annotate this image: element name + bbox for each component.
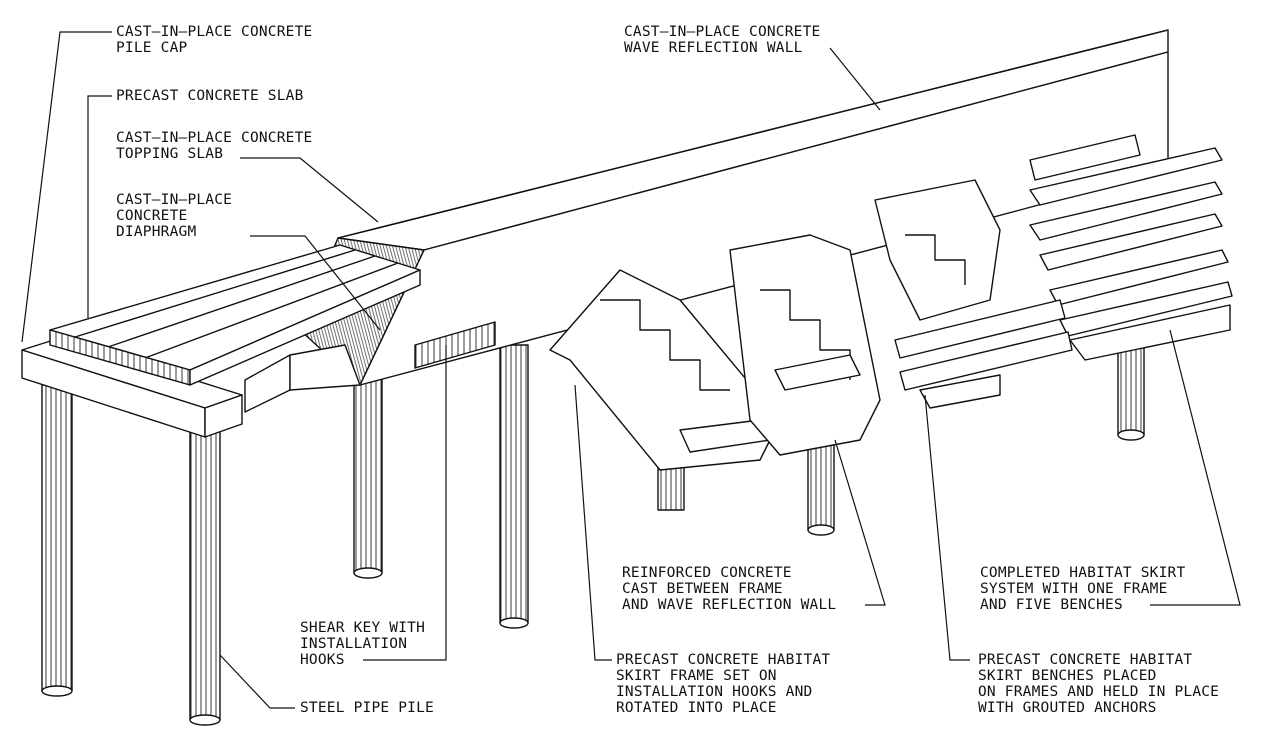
label-reinforced: REINFORCED CONCRETE CAST BETWEEN FRAME A… — [622, 565, 836, 613]
label-wave-wall-line-2: WAVE REFLECTION WALL — [624, 40, 803, 56]
label-reinforced-line-3: AND WAVE REFLECTION WALL — [622, 597, 837, 613]
habitat-frame-2 — [729, 234, 881, 456]
label-precast-slab: PRECAST CONCRETE SLAB — [116, 88, 304, 104]
label-steel-pile: STEEL PIPE PILE — [300, 700, 434, 716]
label-pile-cap-line-2: PILE CAP — [116, 40, 188, 56]
pipe-pile-1 — [41, 384, 73, 697]
label-benches: PRECAST CONCRETE HABITAT SKIRT BENCHES P… — [978, 652, 1219, 716]
label-diaphragm: CAST–IN–PLACE CONCRETE DIAPHRAGM — [116, 192, 232, 240]
diaphragm — [244, 344, 361, 413]
wave-reflection-wall — [299, 29, 1169, 386]
habitat-frame-4 — [1029, 134, 1141, 181]
label-pile-cap-line-1: CAST–IN–PLACE CONCRETE — [116, 24, 313, 40]
label-frame-line-1: PRECAST CONCRETE HABITAT — [616, 652, 831, 668]
label-frame: PRECAST CONCRETE HABITAT SKIRT FRAME SET… — [616, 652, 830, 716]
label-topping-slab-line-2: TOPPING SLAB — [116, 146, 224, 162]
label-precast-slab-line-1: PRECAST CONCRETE SLAB — [116, 88, 304, 104]
label-shear-key-line-2: INSTALLATION — [300, 636, 408, 652]
label-benches-line-4: WITH GROUTED ANCHORS — [978, 700, 1157, 716]
label-shear-key: SHEAR KEY WITH INSTALLATION HOOKS — [300, 620, 425, 668]
pipe-pile-7 — [1117, 339, 1145, 441]
label-topping-slab-line-1: CAST–IN–PLACE CONCRETE — [116, 130, 313, 146]
shear-key — [414, 321, 496, 369]
label-pile-cap: CAST–IN–PLACE CONCRETE PILE CAP — [116, 24, 312, 56]
label-frame-line-2: SKIRT FRAME SET ON — [616, 668, 777, 684]
pipe-pile-2 — [189, 429, 221, 726]
label-steel-pile-line-1: STEEL PIPE PILE — [300, 700, 434, 716]
label-wave-wall-line-1: CAST–IN–PLACE CONCRETE — [624, 24, 821, 40]
label-completed-line-2: SYSTEM WITH ONE FRAME — [980, 581, 1168, 597]
topping-slab — [189, 269, 421, 386]
label-reinforced-line-2: CAST BETWEEN FRAME — [622, 581, 783, 597]
label-benches-line-1: PRECAST CONCRETE HABITAT — [978, 652, 1193, 668]
label-wave-wall: CAST–IN–PLACE CONCRETE WAVE REFLECTION W… — [624, 24, 820, 56]
label-frame-line-4: ROTATED INTO PLACE — [616, 700, 777, 716]
label-benches-line-3: ON FRAMES AND HELD IN PLACE — [978, 684, 1220, 700]
label-shear-key-line-1: SHEAR KEY WITH — [300, 620, 426, 636]
label-completed-line-3: AND FIVE BENCHES — [980, 597, 1123, 613]
leader-lines — [21, 31, 1241, 709]
label-completed-line-1: COMPLETED HABITAT SKIRT — [980, 565, 1186, 581]
pipe-pile-3 — [353, 374, 383, 579]
label-frame-line-3: INSTALLATION HOOKS AND — [616, 684, 813, 700]
label-diaphragm-line-3: DIAPHRAGM — [116, 224, 197, 240]
precast-slabs — [49, 244, 421, 386]
pipe-pile-4 — [499, 344, 529, 629]
label-diaphragm-line-2: CONCRETE — [116, 208, 188, 224]
label-benches-line-2: SKIRT BENCHES PLACED — [978, 668, 1157, 684]
label-reinforced-line-1: REINFORCED CONCRETE — [622, 565, 792, 581]
label-topping-slab: CAST–IN–PLACE CONCRETE TOPPING SLAB — [116, 130, 312, 162]
label-completed: COMPLETED HABITAT SKIRT SYSTEM WITH ONE … — [980, 565, 1185, 613]
pile-cap — [21, 337, 243, 438]
label-diaphragm-line-1: CAST–IN–PLACE — [116, 192, 233, 208]
habitat-frame-3 — [874, 179, 1001, 321]
bench-stack — [894, 147, 1233, 409]
label-shear-key-line-3: HOOKS — [300, 652, 345, 668]
